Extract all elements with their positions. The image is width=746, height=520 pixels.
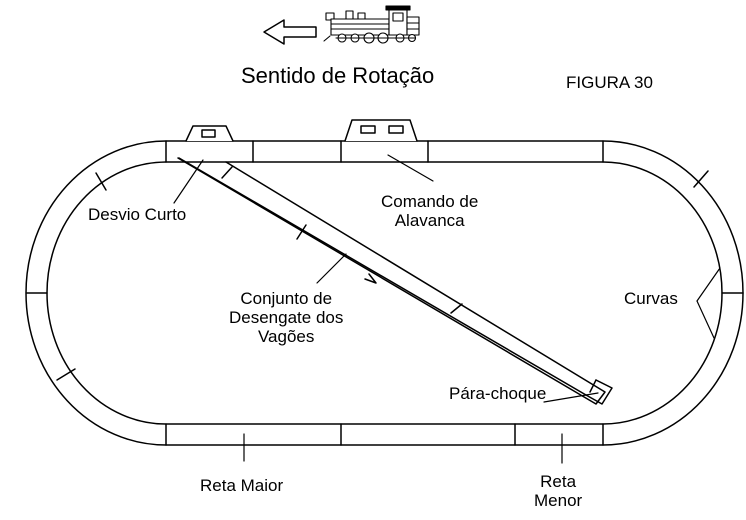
label-comando-line-1: Comando de <box>381 192 479 211</box>
label-conjunto-line-1: Conjunto de <box>240 289 333 308</box>
label-conjunto-line-2: Desengate dos <box>229 308 344 327</box>
lever-control-box-left <box>185 125 234 142</box>
lever-control-box-center <box>344 119 418 142</box>
label-comando-line-2: Alavanca <box>394 211 465 230</box>
figure-label: FIGURA 30 <box>566 73 653 92</box>
leader-lines <box>173 154 721 464</box>
siding-track <box>177 157 613 405</box>
label-reta-menor-line-1: Reta <box>540 472 577 491</box>
steam-locomotive-icon <box>323 5 420 44</box>
label-reta-menor-line-2: Menor <box>534 491 583 510</box>
label-curvas: Curvas <box>624 289 678 308</box>
arrow-left-icon <box>263 19 317 45</box>
label-para-choque: Pára-choque <box>449 384 547 403</box>
label-conjunto-line-3: Vagões <box>257 327 315 346</box>
label-desvio-curto: Desvio Curto <box>88 205 187 224</box>
label-conjunto-desengate: Conjunto de Desengate dos Vagões <box>229 289 343 346</box>
rotation-caption: Sentido de Rotação <box>241 63 435 88</box>
label-reta-menor: Reta Menor <box>534 472 582 510</box>
track-joints <box>26 140 744 446</box>
label-reta-maior: Reta Maior <box>200 476 284 495</box>
label-comando-alavanca: Comando de Alavanca <box>381 192 478 230</box>
